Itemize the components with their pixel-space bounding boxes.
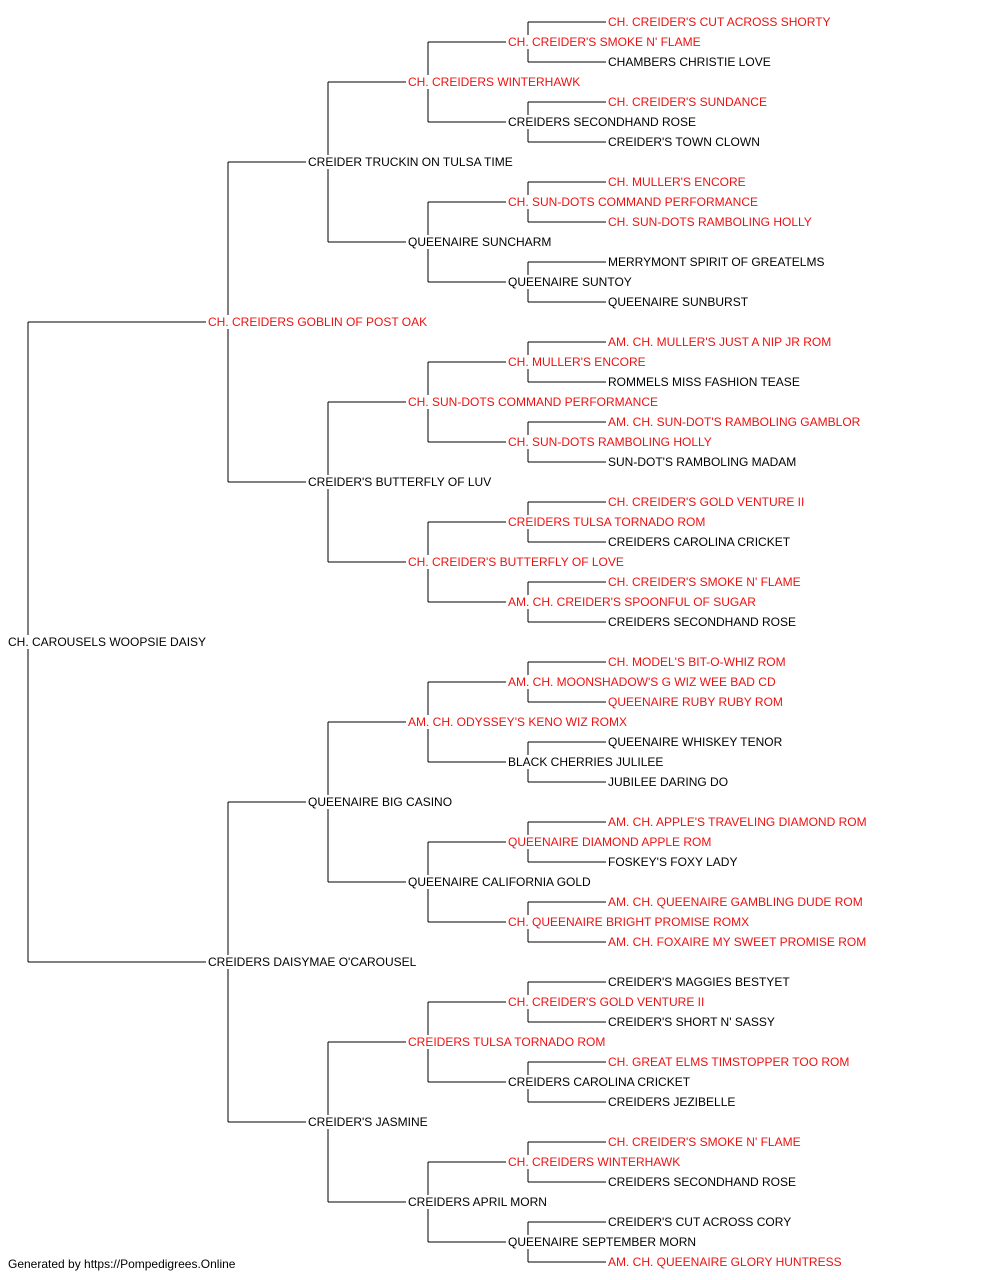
ancestor-name: CH. MULLER'S ENCORE [608, 175, 748, 189]
ancestor-name: CREIDERS APRIL MORN [408, 1195, 549, 1209]
ancestor-name: CREIDER'S JASMINE [308, 1115, 430, 1129]
ancestor-name: ROMMELS MISS FASHION TEASE [608, 375, 802, 389]
generated-by-footer: Generated by https://Pompedigrees.Online [8, 1257, 236, 1271]
ancestor-name: CREIDERS CAROLINA CRICKET [508, 1075, 693, 1089]
ancestor-name: CREIDERS CAROLINA CRICKET [608, 535, 793, 549]
ancestor-name: CREIDERS TULSA TORNADO ROM [508, 515, 708, 529]
ancestor-name: AM. CH. ODYSSEY'S KENO WIZ ROMX [408, 715, 629, 729]
ancestor-name: CH. CREIDER'S GOLD VENTURE II [608, 495, 807, 509]
ancestor-name: CH. CREIDER'S BUTTERFLY OF LOVE [408, 555, 626, 569]
ancestor-name: QUEENAIRE SUNCHARM [408, 235, 554, 249]
ancestor-name: AM. CH. APPLE'S TRAVELING DIAMOND ROM [608, 815, 869, 829]
ancestor-name: CH. QUEENAIRE BRIGHT PROMISE ROMX [508, 915, 752, 929]
ancestor-name: CH. CREIDER'S SMOKE N' FLAME [508, 35, 703, 49]
ancestor-name: CH. SUN-DOTS RAMBOLING HOLLY [508, 435, 714, 449]
ancestor-name: CH. CREIDERS WINTERHAWK [408, 75, 583, 89]
ancestor-name: QUEENAIRE SUNTOY [508, 275, 634, 289]
ancestor-name: QUEENAIRE SEPTEMBER MORN [508, 1235, 699, 1249]
ancestor-name: CH. CREIDER'S SUNDANCE [608, 95, 769, 109]
ancestor-name: AM. CH. CREIDER'S SPOONFUL OF SUGAR [508, 595, 758, 609]
ancestor-name: CH. CREIDER'S SMOKE N' FLAME [608, 1135, 803, 1149]
ancestor-name: AM. CH. SUN-DOT'S RAMBOLING GAMBLOR [608, 415, 863, 429]
ancestor-name: AM. CH. QUEENAIRE GLORY HUNTRESS [608, 1255, 844, 1269]
ancestor-name: CREIDERS SECONDHAND ROSE [608, 615, 799, 629]
ancestor-name: QUEENAIRE DIAMOND APPLE ROM [508, 835, 714, 849]
ancestor-name: AM. CH. MOONSHADOW'S G WIZ WEE BAD CD [508, 675, 778, 689]
ancestor-name: CH. SUN-DOTS COMMAND PERFORMANCE [408, 395, 661, 409]
ancestor-name: CREIDER'S TOWN CLOWN [608, 135, 762, 149]
ancestor-name: FOSKEY'S FOXY LADY [608, 855, 740, 869]
ancestor-name: CH. MODEL'S BIT-O-WHIZ ROM [608, 655, 788, 669]
ancestor-name: BLACK CHERRIES JULILEE [508, 755, 666, 769]
ancestor-name: CHAMBERS CHRISTIE LOVE [608, 55, 773, 69]
ancestor-name: CREIDER'S BUTTERFLY OF LUV [308, 475, 494, 489]
ancestor-name: CH. SUN-DOTS COMMAND PERFORMANCE [508, 195, 761, 209]
ancestor-name: CREIDERS SECONDHAND ROSE [608, 1175, 799, 1189]
ancestor-name: CREIDERS SECONDHAND ROSE [508, 115, 699, 129]
ancestor-name: QUEENAIRE RUBY RUBY ROM [608, 695, 785, 709]
ancestor-name: CREIDERS TULSA TORNADO ROM [408, 1035, 608, 1049]
subject-dog-name: CH. CAROUSELS WOOPSIE DAISY [8, 635, 209, 649]
ancestor-name: CH. GREAT ELMS TIMSTOPPER TOO ROM [608, 1055, 852, 1069]
ancestor-name: CH. CREIDER'S GOLD VENTURE II [508, 995, 707, 1009]
ancestor-name: CREIDERS DAISYMAE O'CAROUSEL [208, 955, 419, 969]
ancestor-name: QUEENAIRE CALIFORNIA GOLD [408, 875, 593, 889]
ancestor-name: MERRYMONT SPIRIT OF GREATELMS [608, 255, 827, 269]
ancestor-name: CREIDER TRUCKIN ON TULSA TIME [308, 155, 515, 169]
ancestor-name: AM. CH. QUEENAIRE GAMBLING DUDE ROM [608, 895, 865, 909]
ancestor-name: AM. CH. FOXAIRE MY SWEET PROMISE ROM [608, 935, 869, 949]
ancestor-name: QUEENAIRE WHISKEY TENOR [608, 735, 785, 749]
ancestor-name: JUBILEE DARING DO [608, 775, 731, 789]
ancestor-name: CH. CREIDER'S SMOKE N' FLAME [608, 575, 803, 589]
ancestor-name: CREIDERS JEZIBELLE [608, 1095, 738, 1109]
ancestor-name: QUEENAIRE SUNBURST [608, 295, 751, 309]
ancestor-name: CREIDER'S SHORT N' SASSY [608, 1015, 777, 1029]
ancestor-name: CH. MULLER'S ENCORE [508, 355, 648, 369]
ancestor-name: CREIDER'S MAGGIES BESTYET [608, 975, 792, 989]
ancestor-name: SUN-DOT'S RAMBOLING MADAM [608, 455, 799, 469]
ancestor-name: CH. CREIDERS WINTERHAWK [508, 1155, 683, 1169]
ancestor-name: CH. CREIDERS GOBLIN OF POST OAK [208, 315, 430, 329]
ancestor-name: QUEENAIRE BIG CASINO [308, 795, 455, 809]
ancestor-name: AM. CH. MULLER'S JUST A NIP JR ROM [608, 335, 834, 349]
ancestor-name: CH. SUN-DOTS RAMBOLING HOLLY [608, 215, 814, 229]
ancestor-name: CREIDER'S CUT ACROSS CORY [608, 1215, 794, 1229]
ancestor-name: CH. CREIDER'S CUT ACROSS SHORTY [608, 15, 833, 29]
